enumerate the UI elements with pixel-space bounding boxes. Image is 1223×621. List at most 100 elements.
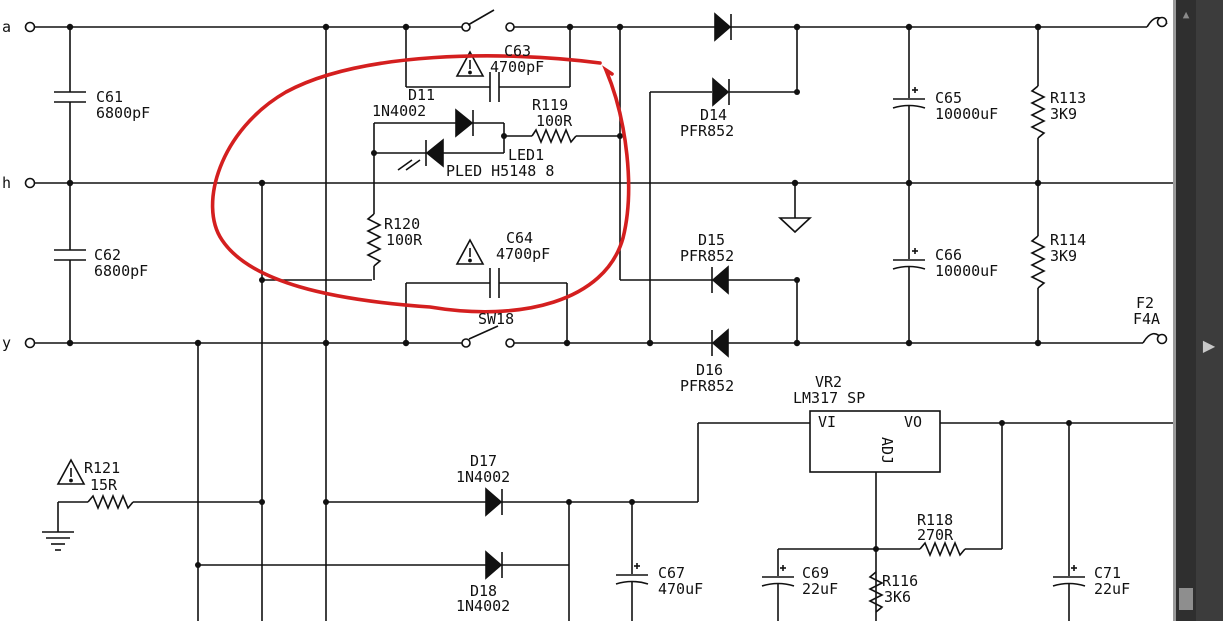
capacitor-c63-symbol <box>405 27 571 102</box>
r116-ref: R116 <box>882 572 918 590</box>
capacitor-c64-symbol <box>405 268 568 343</box>
d16-value: PFR852 <box>680 377 734 395</box>
rail-label-bottom: y <box>2 334 11 352</box>
r113-value: 3K9 <box>1050 105 1077 123</box>
scroll-up-icon[interactable]: ▲ <box>1182 8 1190 21</box>
c65-ref: C65 <box>935 89 962 107</box>
c65-value: 10000uF <box>935 105 998 123</box>
resistor-r116-symbol <box>868 571 884 613</box>
sw18-ref: SW18 <box>478 310 514 328</box>
labels: a h y C61 6800pF C62 6800pF C63 4700pF D… <box>2 18 1160 615</box>
annotation-circle <box>210 54 631 314</box>
d18-value: 1N4002 <box>456 597 510 615</box>
chassis-ground-symbol <box>42 531 74 551</box>
rail-middle <box>24 177 1173 189</box>
warning-icon <box>455 238 485 265</box>
c67-ref: C67 <box>658 564 685 582</box>
c66-value: 10000uF <box>935 262 998 280</box>
capacitor-c61-symbol <box>54 27 86 183</box>
scrollbar-thumb[interactable] <box>1179 588 1193 610</box>
page-edge <box>1173 0 1176 621</box>
c71-ref: C71 <box>1094 564 1121 582</box>
diode-d11-symbol <box>374 108 504 138</box>
d16-ref: D16 <box>696 361 723 379</box>
d15-ref: D15 <box>698 231 725 249</box>
resistor-r118-symbol <box>876 423 1003 558</box>
capacitor-c62-symbol <box>54 183 86 343</box>
led1-ref: LED1 <box>508 146 544 164</box>
d18-ref: D18 <box>470 582 497 600</box>
r118-ref: R118 <box>917 511 953 529</box>
d17-ref: D17 <box>470 452 497 470</box>
rail-label-top: a <box>2 18 11 36</box>
c63-ref: C63 <box>504 42 531 60</box>
regulator-vr2-body <box>809 410 941 473</box>
resistor-r120-symbol <box>366 123 382 280</box>
c71-value: 22uF <box>1094 580 1130 598</box>
capacitor-c71-symbol <box>1052 423 1086 621</box>
d17-value: 1N4002 <box>456 468 510 486</box>
r113-ref: R113 <box>1050 89 1086 107</box>
vr2-pin-adj: ADJ <box>878 437 896 464</box>
r119-value: 100R <box>536 112 573 130</box>
c62-value: 6800pF <box>94 262 148 280</box>
diode-d15-symbol <box>711 265 797 295</box>
rail-label-middle: h <box>2 174 11 192</box>
diode-d18-symbol <box>198 502 570 621</box>
ground-symbol <box>777 183 813 234</box>
vr2-value: LM317 SP <box>793 389 865 407</box>
led-led1-symbol <box>374 123 505 171</box>
r120-ref: R120 <box>384 215 420 233</box>
c67-value: 470uF <box>658 580 703 598</box>
diode-d16-symbol <box>711 328 729 358</box>
d11-value: 1N4002 <box>372 102 426 120</box>
c66-ref: C66 <box>935 246 962 264</box>
r118-value: 270R <box>917 526 954 544</box>
c61-ref: C61 <box>96 88 123 106</box>
capacitor-c66-symbol <box>892 183 926 343</box>
resistor-r121-symbol <box>57 493 262 532</box>
rail-top <box>24 16 1168 33</box>
next-page-icon[interactable]: ▶ <box>1202 336 1216 355</box>
c69-value: 22uF <box>802 580 838 598</box>
warning-icon <box>56 458 86 485</box>
d14-ref: D14 <box>700 106 727 124</box>
c64-value: 4700pF <box>496 245 550 263</box>
capacitor-c65-symbol <box>892 27 926 183</box>
resistor-r119-symbol <box>504 127 620 145</box>
vr2-pin-out: VO <box>904 413 922 431</box>
led1-value: PLED H5148 8 <box>446 162 554 180</box>
d14-value: PFR852 <box>680 122 734 140</box>
r114-ref: R114 <box>1050 231 1086 249</box>
vertical-scrollbar[interactable] <box>1176 0 1196 621</box>
r116-value: 3K6 <box>884 588 911 606</box>
r119-ref: R119 <box>532 96 568 114</box>
diode-d14-symbol <box>712 77 797 107</box>
c63-value: 4700pF <box>490 58 544 76</box>
c62-ref: C62 <box>94 246 121 264</box>
c61-value: 6800pF <box>96 104 150 122</box>
r114-value: 3K9 <box>1050 247 1077 265</box>
switch-top-symbol <box>461 9 515 32</box>
resistor-r113-symbol <box>1030 27 1046 183</box>
schematic-diagram: a h y C61 6800pF C62 6800pF C63 4700pF D… <box>2 9 1173 621</box>
r120-value: 100R <box>386 231 423 249</box>
diode-d17-symbol <box>326 487 698 517</box>
f2-ref: F2 <box>1136 294 1154 312</box>
f2-value: F4A <box>1133 310 1160 328</box>
vr2-ref: VR2 <box>815 373 842 391</box>
d11-ref: D11 <box>408 86 435 104</box>
c64-ref: C64 <box>506 229 533 247</box>
r121-value: 15R <box>90 476 118 494</box>
vr2-pin-in: VI <box>818 413 836 431</box>
capacitor-c67-symbol <box>615 502 649 621</box>
warning-icon <box>455 50 485 77</box>
schematic-page: a h y C61 6800pF C62 6800pF C63 4700pF D… <box>0 0 1173 621</box>
diode-top-symbol <box>714 12 732 42</box>
d15-value: PFR852 <box>680 247 734 265</box>
capacitor-c69-symbol <box>761 548 876 621</box>
r121-ref: R121 <box>84 459 120 477</box>
c69-ref: C69 <box>802 564 829 582</box>
resistor-r114-symbol <box>1030 183 1046 343</box>
